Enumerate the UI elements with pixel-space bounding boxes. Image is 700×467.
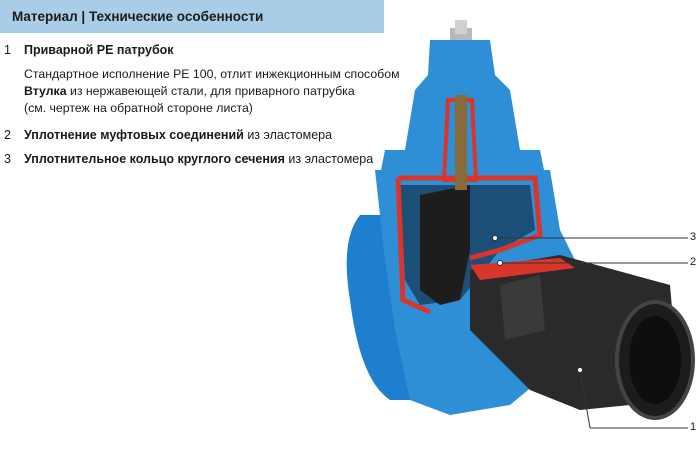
item-number: 2: [4, 128, 11, 142]
callout-label-3: 3: [690, 231, 697, 243]
item-number: 3: [4, 152, 11, 166]
callout-dot-3: [492, 235, 498, 241]
callout-dot-1: [577, 367, 583, 373]
callout-line-1a: [579, 369, 591, 429]
detail-rest: из нержавеющей стали, для приварного пат…: [66, 84, 355, 98]
callout-label-2: 2: [690, 256, 697, 268]
item-title: Уплотнительное кольцо круглого сечения: [24, 152, 285, 166]
callout-dot-2: [497, 260, 503, 266]
coupling-ring: [500, 275, 545, 340]
item-rest: из эластомера: [284, 152, 374, 166]
gate-wedge: [420, 185, 470, 305]
detail-bold: Втулка: [24, 84, 67, 98]
item-title: Уплотнение муфтовых соединений: [24, 128, 244, 142]
threaded-stem: [455, 95, 467, 190]
section-title: Материал | Технические особенности: [12, 9, 264, 24]
pe-pipe-bore: [629, 316, 681, 404]
red-seal-left: [395, 177, 432, 315]
stem-top: [455, 20, 467, 34]
detail-line-3: (см. чертеж на обратной стороне листа): [24, 101, 253, 115]
detail-line-2: Втулка из нержавеющей стали, для приварн…: [24, 83, 355, 100]
red-seal-outline: [398, 175, 543, 261]
section-header: Материал | Технические особенности: [0, 0, 384, 33]
item-rest: из эластомера: [243, 128, 333, 142]
item-number: 1: [4, 43, 11, 57]
item-title: Приварной PE патрубок: [24, 43, 174, 57]
detail-line-1: Стандартное исполнение PE 100, отлит инж…: [24, 67, 400, 81]
callout-label-1: 1: [690, 421, 697, 433]
